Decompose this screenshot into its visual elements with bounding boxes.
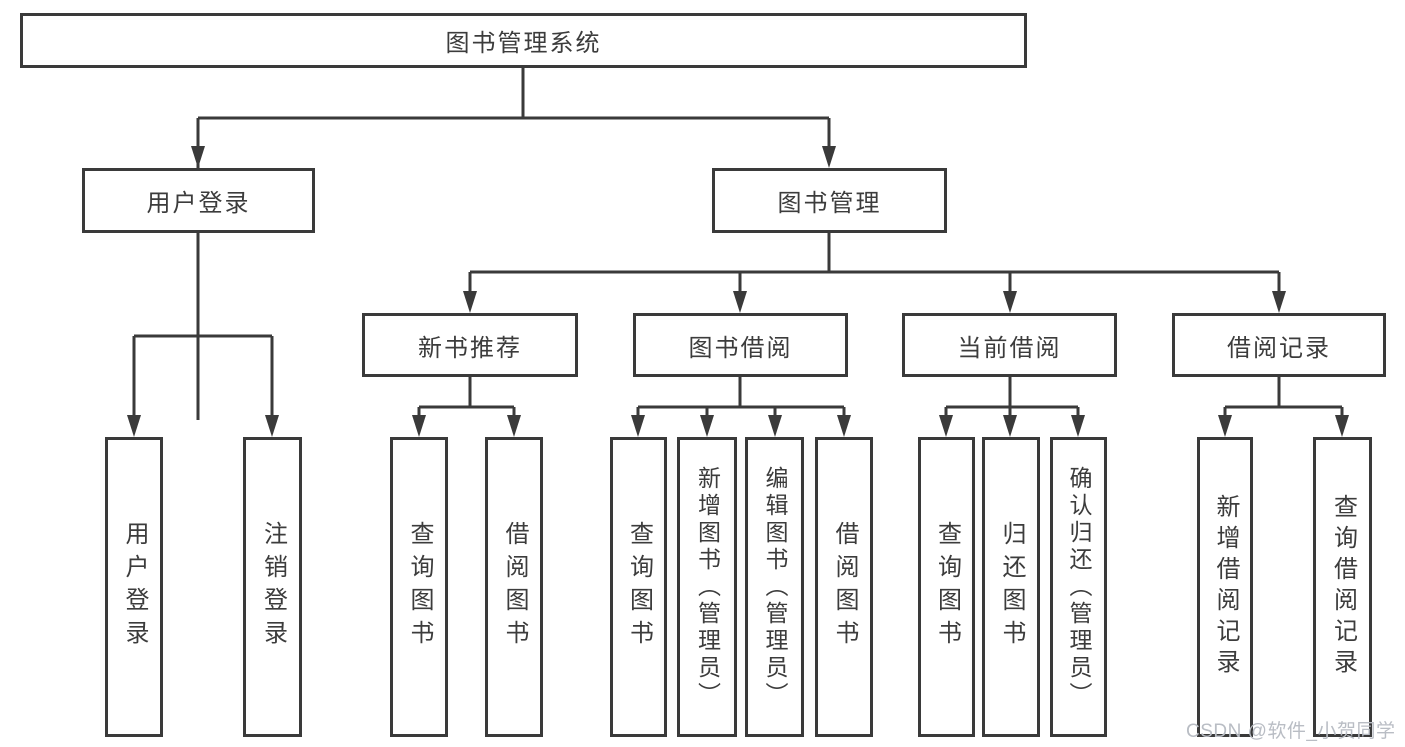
leaf-newbooks-borrow-books: 借阅图书 [485, 437, 543, 737]
node-root-label: 图书管理系统 [445, 30, 602, 57]
leaf-user-login: 用户登录 [105, 437, 163, 737]
leaf-borrow-query-books: 查询图书 [610, 437, 667, 737]
leaf-records-add-record-label: 新增借阅记录 [1212, 494, 1239, 680]
leaf-newbooks-query-books-label: 查询图书 [406, 521, 433, 653]
node-new-book-recommend-label: 新书推荐 [418, 334, 522, 362]
leaf-current-confirm-return-admin: 确认归还（管理员） [1050, 437, 1107, 737]
connector-current-borrow-branch [944, 377, 1080, 420]
leaf-borrow-borrow-books: 借阅图书 [815, 437, 873, 737]
leaf-records-add-record: 新增借阅记录 [1197, 437, 1253, 737]
node-borrow-records: 借阅记录 [1172, 313, 1386, 377]
csdn-watermark: CSDN @软件_小贺同学 [1186, 721, 1396, 742]
node-root: 图书管理系统 [20, 13, 1027, 68]
leaf-records-query-record: 查询借阅记录 [1313, 437, 1372, 737]
leaf-current-query-books-label: 查询图书 [933, 521, 961, 653]
leaf-current-return-books-label: 归还图书 [998, 521, 1025, 653]
node-new-book-recommend: 新书推荐 [362, 313, 578, 377]
node-current-borrow: 当前借阅 [902, 313, 1117, 377]
connector-book-mgmt-branch [468, 233, 1281, 296]
leaf-current-query-books: 查询图书 [918, 437, 975, 737]
leaf-borrow-query-books-label: 查询图书 [625, 521, 653, 653]
leaf-borrow-add-books-admin-label: 新增图书（管理员） [694, 465, 721, 709]
leaf-records-query-record-label: 查询借阅记录 [1329, 494, 1357, 680]
node-book-borrow-label: 图书借阅 [688, 334, 793, 362]
node-user-login: 用户登录 [82, 168, 315, 233]
connector-book-borrow-branch [636, 377, 846, 420]
leaf-user-login-label: 用户登录 [121, 521, 148, 653]
node-current-borrow-label: 当前借阅 [957, 334, 1062, 362]
leaf-borrow-edit-books-admin: 编辑图书（管理员） [745, 437, 804, 737]
leaf-borrow-borrow-books-label: 借阅图书 [831, 521, 858, 653]
connector-root-to-level2 [196, 68, 831, 420]
connector-user-login-branch [132, 233, 274, 419]
node-user-login-label: 用户登录 [146, 190, 251, 217]
leaf-logout: 注销登录 [243, 437, 302, 737]
leaf-newbooks-borrow-books-label: 借阅图书 [501, 521, 528, 653]
leaf-borrow-add-books-admin: 新增图书（管理员） [677, 437, 737, 737]
node-book-management: 图书管理 [712, 168, 947, 233]
node-book-borrow: 图书借阅 [633, 313, 848, 377]
node-book-management-label: 图书管理 [777, 190, 882, 217]
arrowheads [127, 146, 1349, 437]
leaf-newbooks-query-books: 查询图书 [390, 437, 448, 737]
leaf-borrow-edit-books-admin-label: 编辑图书（管理员） [762, 465, 788, 709]
leaf-current-confirm-return-admin-label: 确认归还（管理员） [1066, 465, 1092, 709]
leaf-current-return-books: 归还图书 [982, 437, 1040, 737]
leaf-logout-label: 注销登录 [259, 521, 287, 653]
connector-new-books-branch [417, 377, 516, 420]
node-borrow-records-label: 借阅记录 [1227, 334, 1331, 362]
connector-records-branch [1223, 377, 1344, 420]
